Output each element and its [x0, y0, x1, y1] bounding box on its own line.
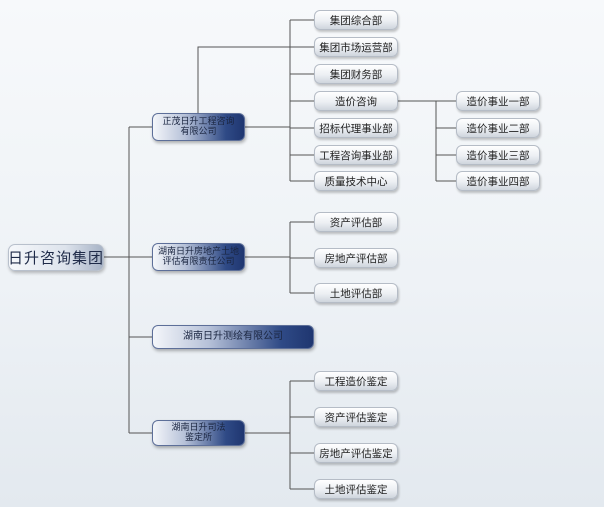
dept-node[interactable]: 招标代理事业部 — [314, 118, 398, 138]
dept-node[interactable]: 房地产评估部 — [314, 248, 398, 268]
dept-node[interactable]: 集团市场运营部 — [314, 37, 398, 57]
company-node-appraisal[interactable]: 湖南日升房地产土地 评估有限责任公司 — [152, 243, 245, 271]
dept-node[interactable]: 集团综合部 — [314, 10, 398, 30]
root-node-group[interactable]: 日升咨询集团 — [8, 244, 104, 271]
dept-node[interactable]: 资产评估鉴定 — [314, 407, 398, 427]
dept-node[interactable]: 工程造价鉴定 — [314, 371, 398, 391]
sub-dept-node[interactable]: 造价事业三部 — [456, 145, 540, 165]
dept-node[interactable]: 房地产评估鉴定 — [314, 443, 398, 463]
dept-node[interactable]: 造价咨询 — [314, 91, 398, 111]
company-node-judicial[interactable]: 湖南日升司法 鉴定所 — [152, 420, 245, 446]
dept-node[interactable]: 质量技术中心 — [314, 171, 398, 191]
sub-dept-node[interactable]: 造价事业四部 — [456, 171, 540, 191]
dept-node[interactable]: 土地评估鉴定 — [314, 479, 398, 499]
dept-node[interactable]: 集团财务部 — [314, 64, 398, 84]
dept-node[interactable]: 工程咨询事业部 — [314, 145, 398, 165]
sub-dept-node[interactable]: 造价事业二部 — [456, 118, 540, 138]
company-node-zhengmao[interactable]: 正茂日升工程咨询 有限公司 — [152, 113, 245, 141]
sub-dept-node[interactable]: 造价事业一部 — [456, 91, 540, 111]
dept-node[interactable]: 土地评估部 — [314, 283, 398, 303]
company-node-surveying[interactable]: 湖南日升测绘有限公司 — [152, 325, 314, 349]
dept-node[interactable]: 资产评估部 — [314, 212, 398, 232]
